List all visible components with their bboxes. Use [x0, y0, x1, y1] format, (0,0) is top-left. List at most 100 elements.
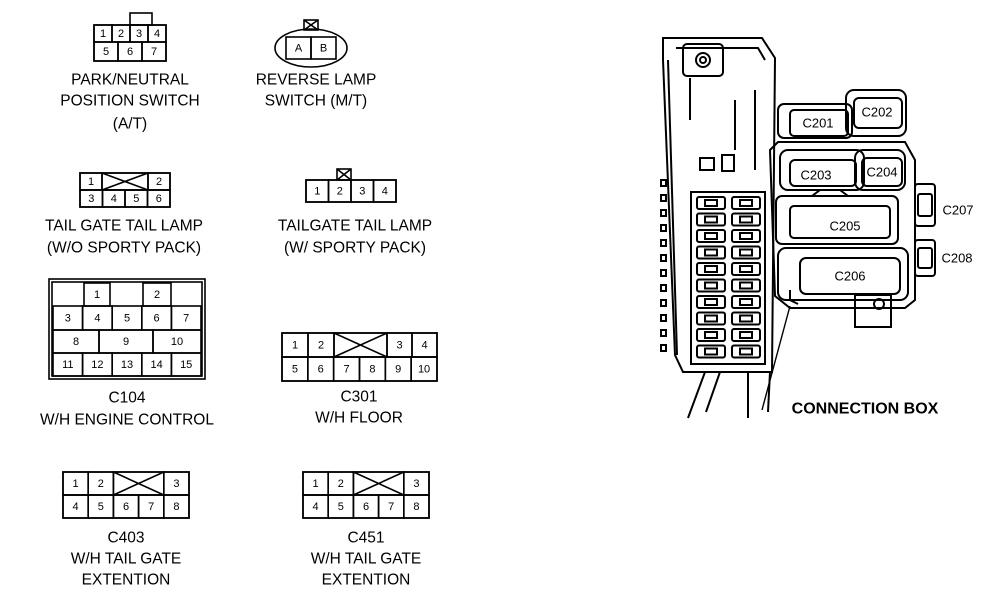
box-tab	[699, 157, 715, 171]
c403-label: W/H TAIL GATE	[71, 551, 182, 568]
c202-face	[853, 97, 903, 129]
box-side-rib	[660, 344, 667, 352]
c201-face	[789, 109, 849, 137]
fuse-contact	[704, 298, 718, 306]
label-c206: C206	[834, 269, 865, 284]
reverse-lamp-label: SWITCH (M/T)	[265, 93, 367, 110]
fuse-contact	[739, 298, 753, 306]
wire-harness	[687, 371, 771, 419]
c104-pin-label: 10	[171, 336, 183, 348]
c206-clip	[789, 290, 799, 305]
c207-face	[917, 193, 933, 217]
c208-shell	[914, 239, 936, 277]
park-neutral-pin-label: 4	[154, 28, 160, 40]
box-side-rib	[660, 299, 667, 307]
box-body-edge	[667, 59, 678, 356]
park-neutral-label: POSITION SWITCH	[60, 93, 200, 110]
connector-housing	[768, 141, 916, 309]
c403-pin-label: 7	[148, 501, 154, 513]
c451-pin-label: 3	[413, 478, 419, 490]
c301-pin-label: 10	[418, 364, 430, 376]
fuse-slot	[731, 196, 761, 210]
c451-pin-label: 2	[338, 478, 344, 490]
c301-pin-cell	[410, 356, 438, 382]
reverse-lamp-pin-cell	[310, 36, 337, 60]
tailgate-w-latch-x	[336, 168, 352, 181]
c403-pin-label: 1	[73, 478, 79, 490]
c205-face	[789, 205, 891, 239]
fuse-contact	[739, 232, 753, 240]
label-c203: C203	[800, 168, 831, 183]
c104-pin-label: 1	[94, 289, 100, 301]
tailgate-wo-pin-label: 1	[88, 176, 94, 188]
c104-pin-label: 6	[154, 313, 160, 325]
park-neutral-pin-label: 3	[136, 28, 142, 40]
leader-line	[761, 305, 791, 411]
c301-pin-label: 5	[292, 364, 298, 376]
fuse-slot	[696, 328, 726, 342]
fuse-slot	[731, 311, 761, 326]
c451-pin-label: 5	[338, 501, 344, 513]
c104-outer-housing	[48, 278, 206, 380]
tailgate-w-label: (W/ SPORTY PACK)	[284, 240, 426, 257]
fuse-contact	[704, 215, 718, 224]
c451-pin-label: 8	[413, 501, 419, 513]
reverse-lamp-pin-label: A	[295, 43, 303, 55]
c104-pin-label: 12	[91, 359, 103, 371]
c104-pin-label: 13	[121, 359, 133, 371]
label-c202: C202	[861, 105, 892, 120]
c451-label: C451	[347, 530, 384, 547]
fuse-slot	[731, 245, 761, 260]
fuse-slot	[731, 344, 761, 359]
c104-pin-label: 11	[62, 359, 73, 371]
fuse-contact	[739, 248, 753, 257]
label-c201: C201	[802, 116, 833, 131]
bolt-icon	[873, 298, 885, 310]
connector-faces	[48, 12, 438, 519]
box-side-rib	[660, 284, 667, 292]
c403-label: C403	[107, 530, 144, 547]
c403-label: EXTENTION	[82, 572, 171, 589]
c403-pin-label: 5	[98, 501, 104, 513]
c206-shell	[777, 247, 909, 301]
box-side-rib	[660, 209, 667, 217]
connection-box-drawing	[660, 37, 936, 419]
c104-pin-label: 14	[150, 359, 162, 371]
reverse-lamp-label: REVERSE LAMP	[256, 72, 377, 89]
fuse-contact	[704, 347, 718, 356]
fuse-contact	[739, 215, 753, 224]
label-c207: C207	[942, 203, 973, 218]
c301-blank-x	[333, 332, 388, 358]
c301-label: C301	[340, 389, 377, 406]
fuse-slot	[696, 196, 726, 210]
c208-face	[917, 247, 933, 269]
box-top-edge	[676, 47, 766, 61]
fuse-contact	[739, 265, 753, 273]
box-bracket	[854, 294, 892, 328]
box-cover-ribs	[689, 78, 756, 170]
park-neutral-pin-label: 7	[151, 46, 157, 58]
c104-pin-label: 9	[123, 336, 129, 348]
c451-pin-label: 7	[388, 501, 394, 513]
c301-pin-label: 2	[318, 340, 324, 352]
c403-pin-label: 8	[173, 501, 179, 513]
c301-pin-label: 4	[421, 340, 427, 352]
box-body	[662, 37, 777, 373]
fuse-slot	[696, 311, 726, 326]
tailgate-wo-pin-label: 3	[88, 193, 94, 205]
c451-pin-label: 6	[363, 501, 369, 513]
park-neutral-label: PARK/NEUTRAL	[71, 72, 189, 89]
tailgate-wo-pin-label: 5	[133, 193, 139, 205]
tailgate-w-pin-label: 2	[337, 186, 343, 198]
fuse-slot	[731, 278, 761, 293]
park-neutral-pin-label: 2	[118, 28, 124, 40]
fuse-contact	[704, 248, 718, 257]
c205-shell	[775, 195, 899, 245]
tailgate-wo-label: (W/O SPORTY PACK)	[47, 240, 201, 257]
fuse-contact	[704, 281, 718, 290]
c104-label: C104	[108, 390, 145, 407]
park-neutral-pin-cell	[141, 41, 167, 62]
c104-pin-label: 3	[65, 313, 71, 325]
